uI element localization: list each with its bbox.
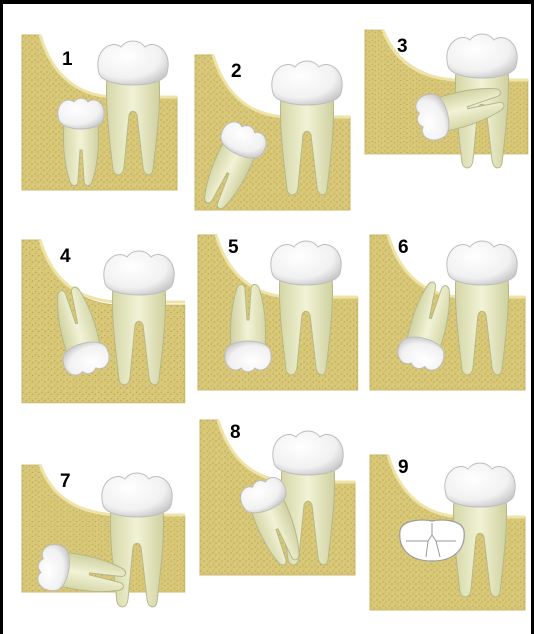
- panel-7: 7: [22, 465, 185, 607]
- panel-number-1: 1: [62, 49, 73, 70]
- panel-6: 6: [370, 235, 525, 390]
- panel-2: 2: [192, 55, 350, 215]
- panel-number-7: 7: [60, 471, 71, 492]
- panel-number-9: 9: [398, 457, 409, 478]
- panel-1: 1: [22, 35, 177, 190]
- panel-number-4: 4: [60, 246, 71, 267]
- panel-8: 8: [200, 420, 355, 575]
- panel-number-8: 8: [230, 422, 241, 443]
- panel-number-6: 6: [398, 237, 409, 258]
- panel-3: 3: [365, 30, 528, 168]
- panel-number-5: 5: [228, 237, 239, 258]
- panel-number-2: 2: [231, 61, 242, 82]
- panel-4: 4: [22, 240, 185, 403]
- panel-9: 9: [370, 455, 525, 610]
- crown-only-tooth: [400, 520, 464, 561]
- panel-5: 5: [198, 235, 358, 390]
- panel-number-3: 3: [397, 36, 408, 57]
